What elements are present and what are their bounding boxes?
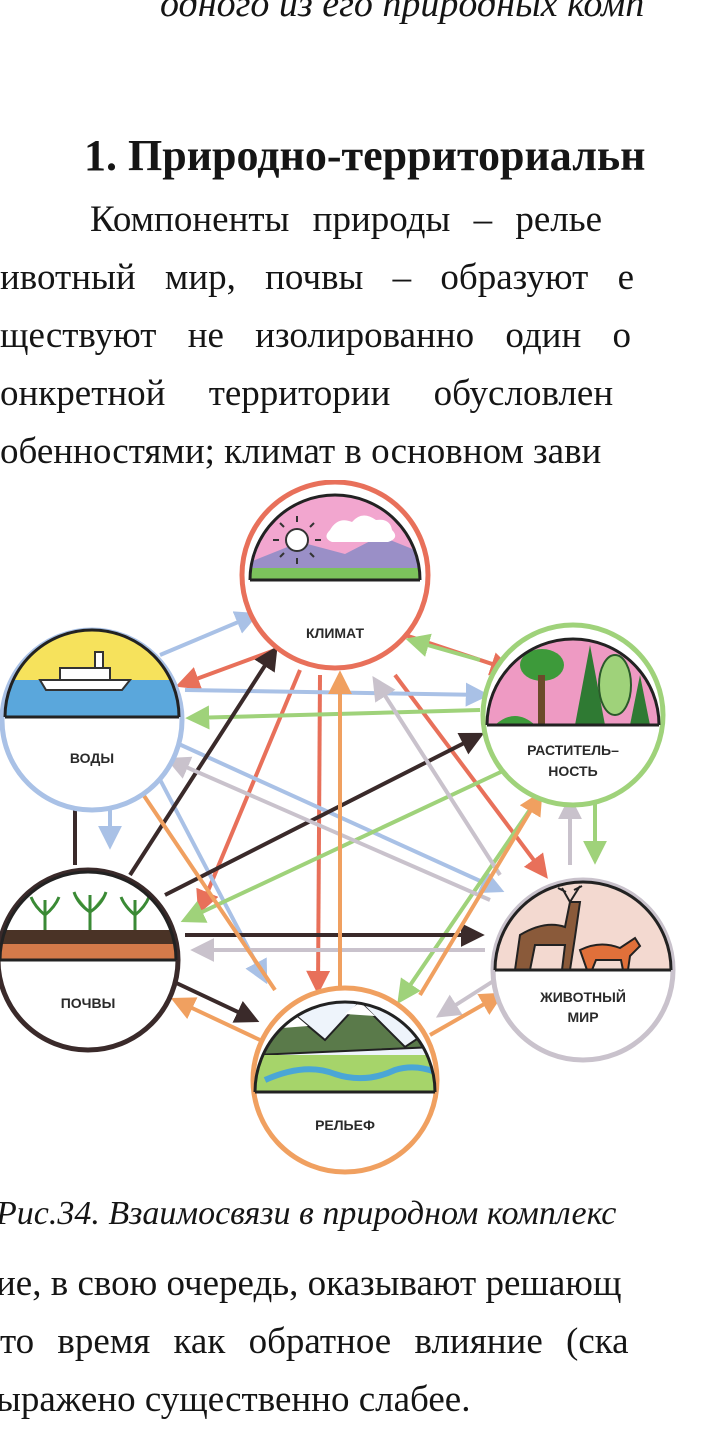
arrow-relief-soil xyxy=(170,997,261,1042)
paragraph-line: обенностями; климат в основном зави xyxy=(0,431,602,472)
arrow-water-climate xyxy=(159,611,260,657)
arrow-relief-water xyxy=(127,771,277,992)
relief-circle: РЕЛЬЕФ xyxy=(250,985,440,1175)
paragraph-line: Компоненты природы – релье xyxy=(90,199,603,240)
paragraph-line: онкретной территории обусловлен xyxy=(0,373,614,414)
trees-icon xyxy=(495,645,650,725)
arrow-animal-water xyxy=(165,756,491,902)
paragraph-line: ивотный мир, почвы – образуют е xyxy=(0,257,634,298)
figure-caption: Рис.34. Взаимосвязи в природном комплекс xyxy=(0,1195,617,1232)
paragraph-line: ыражено существенно слабее. xyxy=(0,1379,471,1420)
arrow-water-vegetation xyxy=(184,682,490,707)
soil-circle: ПОЧВЫ xyxy=(0,867,181,1053)
paragraph-line: то время как обратное влияние (ска xyxy=(0,1321,629,1362)
arrow-animal-relief xyxy=(435,978,497,1018)
ship-icon xyxy=(38,651,133,691)
arrows xyxy=(63,611,607,1042)
relief-label: РЕЛЬЕФ xyxy=(315,1117,375,1133)
paragraph-line: ие, в свою очередь, оказывают решающ xyxy=(0,1263,622,1304)
deer-icon xyxy=(513,885,642,970)
arrow-soil-relief xyxy=(169,978,260,1023)
top-text-fragment: одного из его природных комп xyxy=(160,0,645,25)
animal-label-line1: ЖИВОТНЫЙ xyxy=(539,988,626,1005)
sun-icon xyxy=(273,516,321,564)
sprouts-icon xyxy=(29,891,151,930)
climate-label: КЛИМАТ xyxy=(306,625,365,641)
arrow-water-animal xyxy=(169,738,505,893)
arrow-vegetation-soil xyxy=(180,768,506,923)
arrow-climate-relief xyxy=(306,674,331,995)
arrow-relief-animal xyxy=(429,992,505,1037)
vegetation-label-line1: РАСТИТЕЛЬ– xyxy=(527,742,619,758)
natural-complex-diagram: КЛИМАТ ВОДЫ xyxy=(0,480,676,1175)
arrow-vegetation-relief xyxy=(397,793,542,1004)
water-label: ВОДЫ xyxy=(70,750,114,766)
arrow-relief-vegetation xyxy=(418,790,543,997)
water-circle: ВОДЫ xyxy=(0,627,185,813)
arrow-animal-climate xyxy=(372,675,502,877)
vegetation-circle: РАСТИТЕЛЬ– НОСТЬ xyxy=(480,622,666,808)
section-heading: 1. Природно-территориальн xyxy=(84,131,646,180)
arrow-climate-water xyxy=(175,648,276,690)
mountain-icon xyxy=(255,1002,435,1092)
arrow-climate-animal xyxy=(393,673,548,879)
arrow-vegetation-water xyxy=(185,705,481,730)
climate-circle: КЛИМАТ xyxy=(239,480,431,671)
paragraph-line: ществуют не изолированно один о xyxy=(0,315,632,356)
arrow-soil-climate xyxy=(128,645,278,877)
arrow-vegetation-climate xyxy=(405,633,481,662)
vegetation-label-line2: НОСТЬ xyxy=(548,763,597,779)
animal-world-circle: ЖИВОТНЫЙ МИР xyxy=(490,877,676,1063)
soil-label: ПОЧВЫ xyxy=(61,995,116,1011)
animal-label-line2: МИР xyxy=(567,1009,598,1025)
